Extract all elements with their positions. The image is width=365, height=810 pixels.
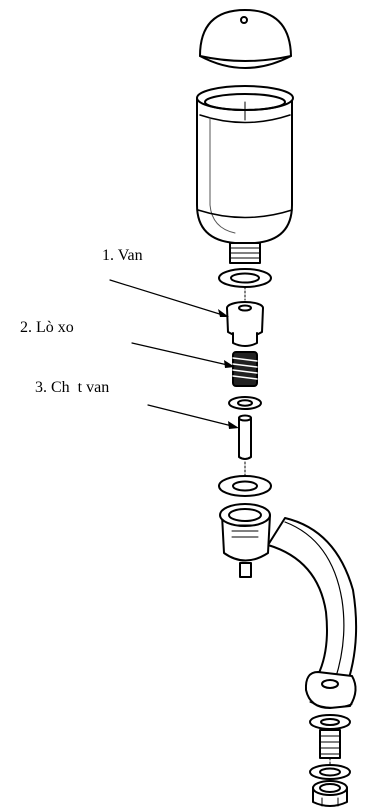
- spout-body: [219, 503, 358, 691]
- arrow-heads: [218, 309, 239, 429]
- label-spring: 2. Lò xo: [20, 319, 74, 336]
- reservoir-bottle: [196, 85, 294, 264]
- spout-end: [304, 671, 357, 709]
- valve-pin: [238, 414, 252, 460]
- valve-part: [226, 301, 264, 347]
- arrowhead-spring: [224, 360, 235, 368]
- arrow-valve: [109, 279, 227, 317]
- bottom-nut: [312, 780, 348, 807]
- small-washer: [228, 396, 262, 410]
- arrowhead-valve: [218, 309, 229, 317]
- bottom-washer: [309, 764, 351, 780]
- leader-lines: [109, 279, 237, 428]
- threaded-shank: [309, 714, 351, 767]
- arrow-pin: [147, 404, 237, 428]
- upper-washer: [218, 268, 272, 288]
- label-valve-pin: 3. Ch t van: [35, 379, 110, 396]
- arrowhead-pin: [228, 421, 239, 429]
- spring-part: [232, 351, 258, 387]
- lower-washer: [218, 475, 272, 497]
- arrow-spring: [131, 342, 233, 367]
- label-valve: 1. Van: [102, 247, 143, 264]
- dome-cap: [199, 9, 292, 69]
